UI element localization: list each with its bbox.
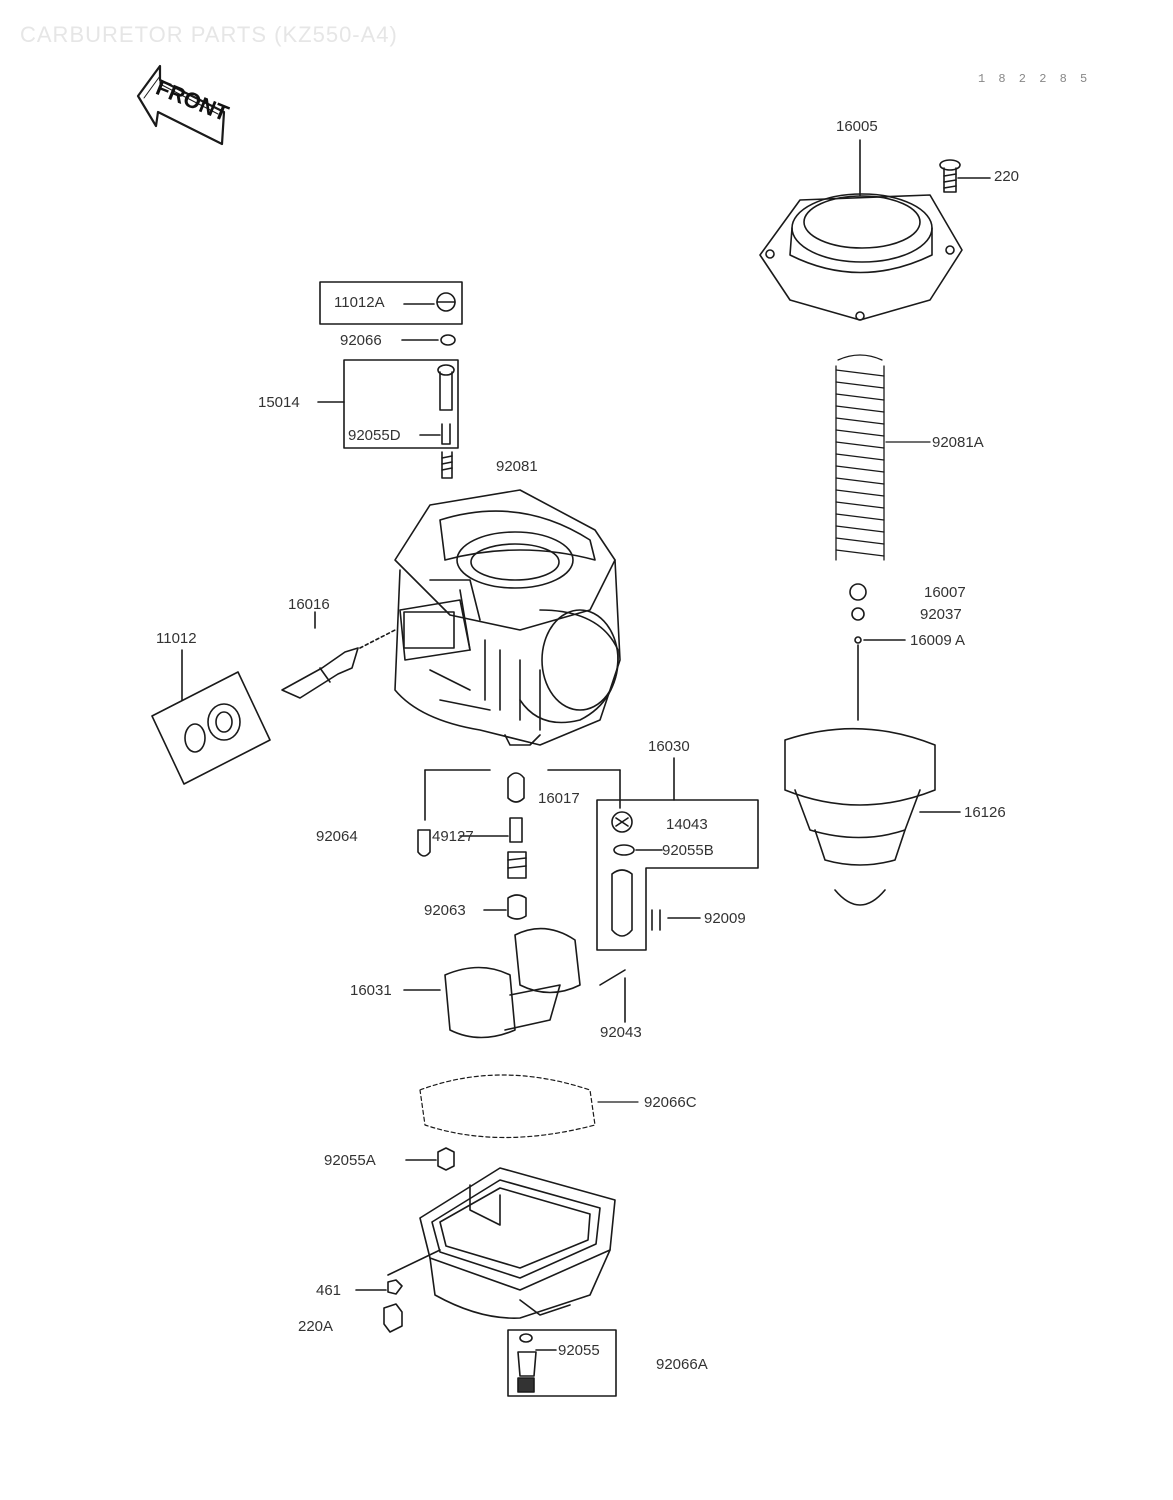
part-label-92066: 92066	[340, 332, 382, 349]
cap-11012a-icon	[403, 292, 456, 312]
part-box-16030	[596, 757, 759, 951]
part-label-461: 461	[316, 1282, 342, 1299]
part-label-92064: 92064	[316, 828, 358, 845]
part-label-92009: 92009	[704, 910, 746, 927]
part-label-92037: 92037	[920, 606, 962, 623]
part-label-16009a: 16009 A	[910, 632, 966, 649]
plunger-15014-icon	[317, 364, 455, 445]
vacuum-piston-icon	[784, 727, 961, 906]
float-bowl-illustration	[419, 1167, 616, 1319]
part-label-92055d: 92055D	[348, 427, 401, 444]
part-label-49127: 49127	[432, 828, 474, 845]
part-label-92066a: 92066A	[656, 1356, 708, 1373]
part-label-14043: 14043	[666, 816, 708, 833]
part-label-92081: 92081	[496, 458, 538, 475]
part-label-15014: 15014	[258, 394, 300, 411]
part-label-16031: 16031	[350, 982, 392, 999]
page-title: CARBURETOR PARTS (KZ550-A4)	[20, 22, 398, 47]
float-assembly-icon	[403, 927, 626, 1039]
jet-assembly-icon	[417, 769, 621, 920]
part-label-16017: 16017	[538, 790, 580, 807]
drain-screw-icon	[517, 1333, 557, 1393]
part-label-92063: 92063	[424, 902, 466, 919]
part-label-16016: 16016	[288, 596, 330, 613]
screw-stem-icon	[441, 451, 453, 479]
front-arrow-icon: FRONT	[136, 64, 233, 146]
part-label-11012: 11012	[156, 630, 197, 647]
part-label-92066c: 92066C	[644, 1094, 697, 1111]
o-ring-92066-icon	[401, 334, 456, 346]
part-box-11012a	[319, 281, 463, 325]
part-label-16126: 16126	[964, 804, 1006, 821]
part-label-220a: 220A	[298, 1318, 334, 1335]
part-label-16007: 16007	[924, 584, 966, 601]
part-label-92055b: 92055B	[662, 842, 714, 859]
part-box-11012	[151, 649, 271, 785]
spring-92081a-icon	[835, 354, 931, 561]
part-label-16030: 16030	[648, 738, 690, 755]
part-label-92055a: 92055A	[324, 1152, 376, 1169]
document-code: 1 8 2 2 8 5	[978, 72, 1091, 86]
part-label-92081a: 92081A	[932, 434, 984, 451]
part-label-220: 220	[994, 168, 1020, 185]
part-label-16005: 16005	[836, 118, 878, 135]
part-label-11012a: 11012A	[334, 294, 385, 311]
part-label-92043: 92043	[600, 1024, 642, 1041]
needle-parts-icon	[849, 583, 906, 721]
part-label-92055: 92055	[558, 1342, 600, 1359]
top-cover-illustration	[759, 193, 963, 321]
part-box-92066a	[507, 1329, 617, 1397]
screw-220-icon	[939, 159, 991, 193]
o-ring-92055a-icon	[405, 1147, 455, 1171]
carburetor-body-illustration	[394, 489, 621, 746]
bolt-461-220a-icon	[355, 1249, 441, 1333]
part-box-15014	[343, 359, 459, 449]
pilot-screw-icon	[281, 611, 396, 699]
gasket-92066c-icon	[419, 1074, 639, 1139]
